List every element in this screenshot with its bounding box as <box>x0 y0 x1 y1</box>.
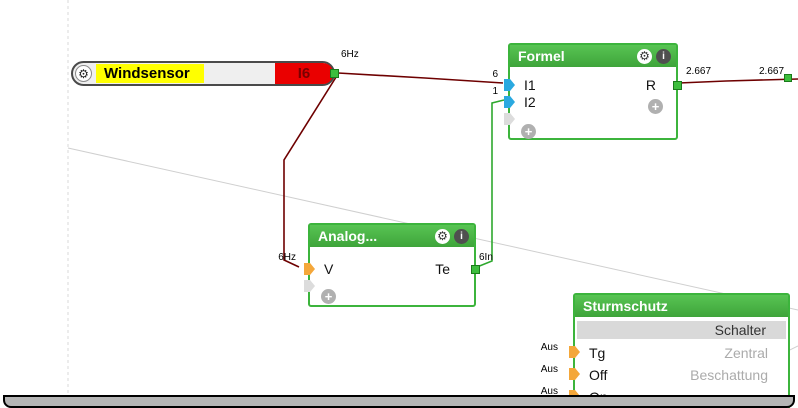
analog-output-connector[interactable] <box>471 265 480 274</box>
formel-output-r-label: R <box>645 77 656 93</box>
formel-ghost-input-connector[interactable] <box>504 113 515 125</box>
analog-input-v-label: V <box>324 261 334 277</box>
sturmschutz-title: Sturmschutz <box>583 298 668 314</box>
analog-output-te-label: Te <box>435 261 450 277</box>
wire-analog-te-to-formel-i2[interactable] <box>476 99 505 268</box>
info-icon[interactable]: i <box>656 48 671 64</box>
wire-formel-r-out[interactable] <box>678 78 798 84</box>
analog-output-label: 6In <box>479 252 493 263</box>
sturmschutz-input-tg-label: Tg <box>589 345 606 361</box>
analog-title: Analog... <box>318 228 378 244</box>
formel-input-i2-label: I2 <box>524 94 536 110</box>
windsensor-output-connector[interactable] <box>330 69 339 78</box>
formel-input-i2-connector[interactable] <box>504 96 515 108</box>
sturmschutz-header: Sturmschutz <box>575 295 788 317</box>
window-bottom-bar[interactable] <box>3 395 795 408</box>
sturmschutz-off-value: Aus <box>540 364 558 375</box>
analog-input-frequency-label: 6Hz <box>278 252 296 263</box>
sturmschutz-row-beschattung-label: Beschattung <box>690 367 768 383</box>
analog-input-v-connector[interactable] <box>304 263 315 275</box>
sturmschutz-on-value: Aus <box>540 386 558 397</box>
sturmschutz-mode-row[interactable]: Schalter <box>577 321 786 339</box>
gear-icon[interactable]: ⚙ <box>435 228 450 244</box>
info-icon[interactable]: i <box>454 228 469 244</box>
formel-output-connector[interactable] <box>673 81 682 90</box>
windsensor-io-badge: I6 <box>275 63 333 84</box>
wire-windsensor-to-formel-i1[interactable] <box>337 72 504 84</box>
sturmschutz-row-zentral-label: Zentral <box>724 345 768 361</box>
sturmschutz-input-off-label: Off <box>589 367 608 383</box>
sturmschutz-tg-value: Aus <box>540 342 558 353</box>
formel-i2-value: 1 <box>492 86 498 97</box>
sturmschutz-input-off-connector[interactable] <box>569 368 580 380</box>
sturmschutz-block[interactable]: Sturmschutz Schalter Tg Zentral Off Besc… <box>569 293 790 408</box>
analog-block[interactable]: Analog... ⚙ i V Te + <box>304 223 480 307</box>
gear-icon[interactable]: ⚙ <box>637 48 652 64</box>
formel-input-i1-label: I1 <box>524 77 536 93</box>
windsensor-title: Windsensor <box>96 64 204 83</box>
analog-header: Analog... ⚙ i <box>310 225 474 247</box>
sturmschutz-input-tg-connector[interactable] <box>569 346 580 358</box>
windsensor-output-frequency-label: 6Hz <box>341 49 359 60</box>
formel-i1-value: 6 <box>492 69 498 80</box>
windsensor-block[interactable]: ⚙ Windsensor I6 <box>71 61 339 86</box>
formel-output-value-label-2: 2.667 <box>759 66 785 77</box>
wire-windsensor-to-analog-v[interactable] <box>283 73 339 268</box>
analog-ghost-input-connector[interactable] <box>304 280 315 292</box>
add-input-button[interactable]: + <box>321 289 336 304</box>
formel-block[interactable]: Formel ⚙ i I1 I2 R + + <box>504 43 682 140</box>
add-output-button[interactable]: + <box>648 99 663 114</box>
gear-icon[interactable]: ⚙ <box>75 65 92 82</box>
formel-output-value-label: 2.667 <box>686 66 712 77</box>
add-input-button[interactable]: + <box>521 124 536 139</box>
wire-junction-connector[interactable] <box>784 74 792 82</box>
formel-input-i1-connector[interactable] <box>504 79 515 91</box>
formel-header: Formel ⚙ i <box>510 45 676 67</box>
formel-title: Formel <box>518 48 565 64</box>
